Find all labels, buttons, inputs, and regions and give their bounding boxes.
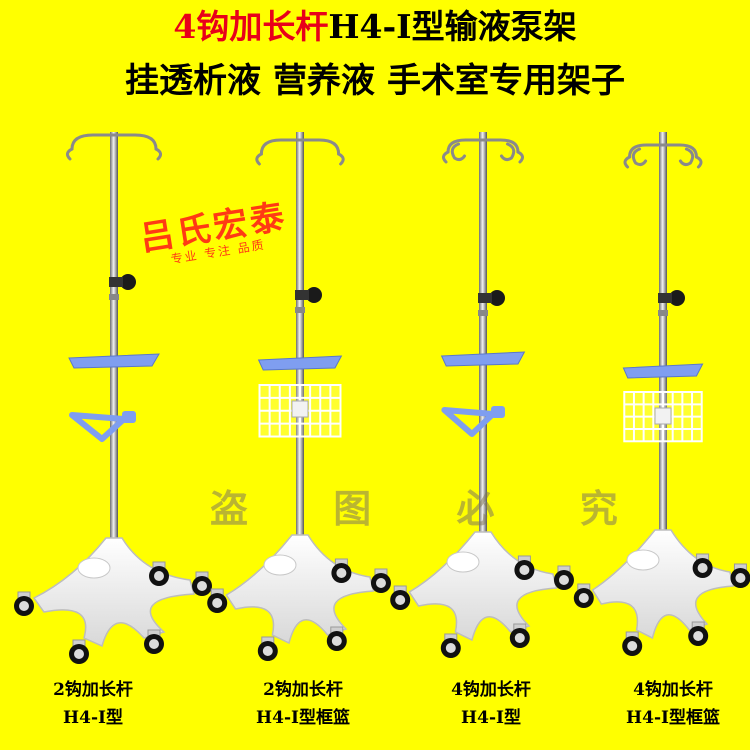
blue-tray [622, 363, 704, 379]
base-hub [446, 551, 480, 573]
hook-curl [678, 147, 695, 167]
knob-collar [478, 293, 492, 303]
caption-line-2: H4-I型 [63, 708, 123, 728]
hook-curl [516, 150, 524, 164]
caption-line-1: 4钩加长杆 [451, 680, 531, 700]
hook-curl [631, 147, 648, 167]
caster-wheel [573, 583, 595, 609]
pole-joint [109, 294, 119, 300]
hook-assembly [442, 138, 524, 164]
iv-stand [13, 132, 213, 665]
title-black-part: H4-I型输液泵架 [328, 7, 577, 46]
caption-line-2: H4-I型框篮 [626, 708, 720, 728]
stand-pole [659, 132, 667, 580]
adjustment-knob [489, 290, 505, 306]
caster-wheel [148, 561, 170, 587]
hook-curl [255, 152, 263, 166]
page-subtitle: 挂透析液营养液手术室专用架子 [0, 60, 750, 102]
caster-wheel [621, 631, 643, 657]
product-caption-1: 2钩加长杆 H4-I型 [18, 676, 168, 732]
knob-collar [109, 277, 123, 287]
caption-line-1: 4钩加长杆 [633, 680, 713, 700]
caster-wheel [553, 565, 575, 591]
hook-assembly [65, 133, 163, 161]
product-caption-3: 4钩加长杆 H4-I型 [416, 676, 566, 732]
holder-clamp [122, 411, 136, 423]
iv-stand [389, 132, 575, 659]
pole-joint [658, 310, 668, 316]
star-base [591, 529, 735, 640]
caster-wheel [68, 639, 90, 665]
caption-line-2: H4-I型框篮 [256, 708, 350, 728]
caption-line-1: 2钩加长杆 [53, 680, 133, 700]
knob-collar [658, 293, 672, 303]
pole-joint [295, 307, 305, 313]
subtitle-item: 营养液 [273, 61, 375, 101]
base-hub [263, 554, 297, 576]
hook-curl [450, 142, 467, 162]
title-red-part: 4钩加长杆 [173, 7, 329, 46]
star-base [408, 531, 558, 642]
subtitle-item: 挂透析液 [125, 61, 261, 101]
adjustment-knob [669, 290, 685, 306]
caption-line-2: H4-I型 [461, 708, 521, 728]
product-caption-2: 2钩加长杆 H4-I型框篮 [228, 676, 378, 732]
base-hub [77, 557, 111, 579]
knob-collar [295, 290, 309, 300]
hook-curl [499, 142, 516, 162]
hook-curl [65, 147, 74, 161]
hook-assembly [623, 143, 703, 169]
caster-wheel [13, 591, 35, 617]
caster-wheel [257, 636, 279, 662]
subtitle-item: 手术室专用架子 [387, 61, 625, 101]
hook-arm [259, 138, 341, 156]
holder-clamp [491, 406, 505, 418]
iv-stand [206, 132, 392, 662]
iv-stand [573, 132, 750, 657]
caster-wheel [206, 588, 228, 614]
caster-wheel [389, 585, 411, 611]
caster-wheel [440, 633, 462, 659]
hook-assembly [255, 138, 345, 166]
hook-curl [154, 147, 163, 161]
adjustment-knob [120, 274, 136, 290]
hook-curl [337, 152, 345, 166]
star-base [32, 537, 195, 648]
product-caption-4: 4钩加长杆 H4-I型框篮 [598, 676, 748, 732]
basket-clamp [291, 400, 309, 418]
watermark-text: 盗 图 必 究 [210, 486, 654, 531]
star-base [225, 534, 375, 645]
pole-joint [478, 310, 488, 316]
hook-curl [623, 155, 632, 169]
hook-arm [446, 138, 520, 154]
hook-curl [442, 150, 450, 164]
caster-wheel [370, 568, 392, 594]
hook-arm [628, 143, 698, 159]
blue-tray [68, 353, 160, 369]
bottle-holder [441, 407, 496, 437]
hook-curl [694, 155, 703, 169]
page-title: 4钩加长杆H4-I型输液泵架 [0, 6, 750, 48]
hook-arm [70, 133, 158, 151]
caption-line-1: 2钩加长杆 [263, 680, 343, 700]
blue-tray [440, 351, 526, 367]
caster-wheel [729, 563, 750, 589]
blue-tray [257, 355, 343, 371]
base-hub [626, 549, 660, 571]
basket-clamp [654, 407, 672, 425]
bottle-holder [69, 412, 127, 442]
adjustment-knob [306, 287, 322, 303]
caster-wheel [191, 571, 213, 597]
